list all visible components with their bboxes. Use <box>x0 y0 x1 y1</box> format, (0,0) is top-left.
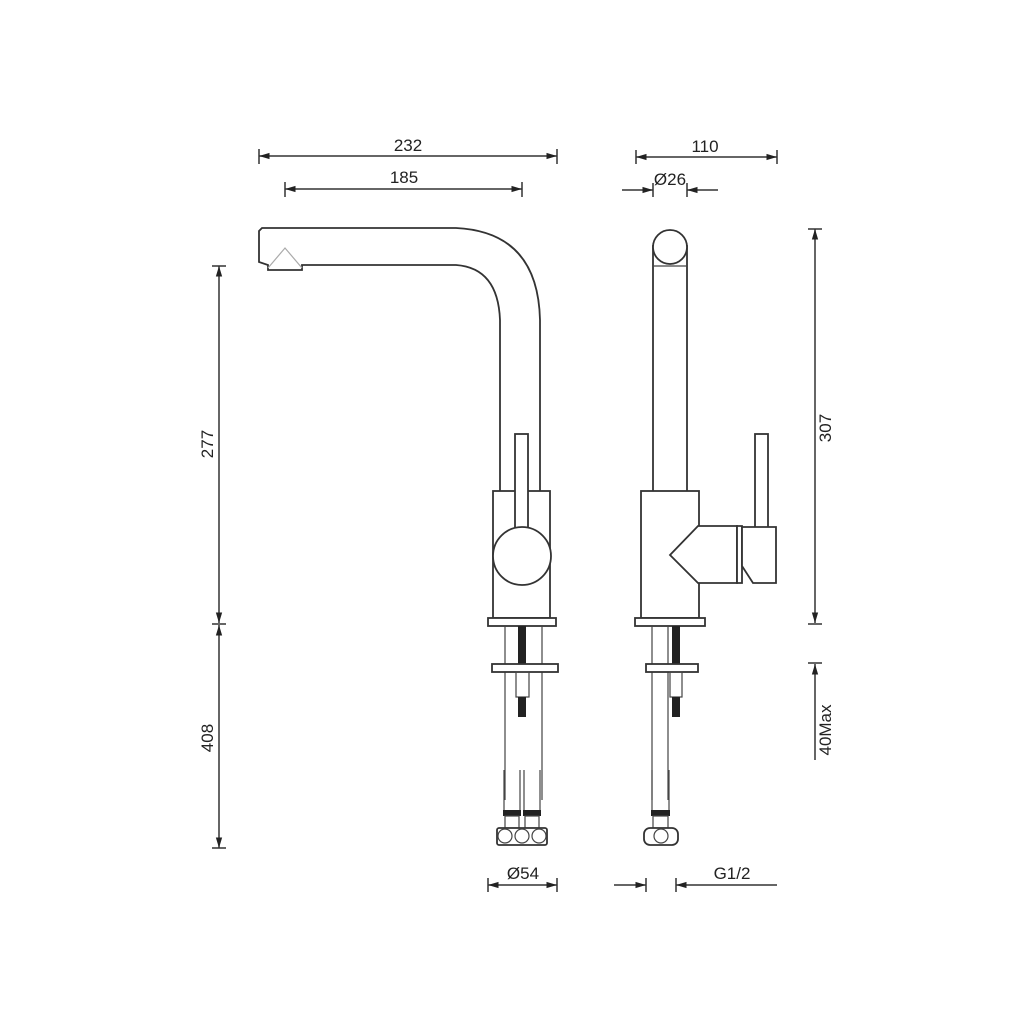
dim-label-232: 232 <box>394 136 422 155</box>
dim-label-110: 110 <box>691 137 718 156</box>
dim-overall-height: 307 <box>808 228 835 625</box>
dim-hose-length: 408 <box>198 625 226 849</box>
dim-spout-reach: 185 <box>284 168 523 197</box>
dim-connection-thread: G1/2 <box>614 864 777 892</box>
dim-spout-height: 277 <box>198 265 226 625</box>
dim-label-307: 307 <box>816 414 835 442</box>
dim-label-40max: 40Max <box>816 704 835 756</box>
dim-overall-width: 232 <box>258 136 558 164</box>
dim-label-408: 408 <box>198 724 217 752</box>
dim-spout-diameter: Ø26 <box>622 170 718 197</box>
front-view-faucet <box>258 227 559 846</box>
dim-label-54: Ø54 <box>507 864 539 883</box>
side-view-faucet <box>634 229 777 846</box>
dim-label-g12: G1/2 <box>714 864 751 883</box>
dim-label-185: 185 <box>390 168 418 187</box>
dim-base-diameter: Ø54 <box>487 864 558 892</box>
dim-overall-depth: 110 <box>635 137 778 164</box>
dim-label-26: Ø26 <box>654 170 686 189</box>
dim-max-deck: 40Max <box>808 662 835 760</box>
dim-label-277: 277 <box>198 430 217 458</box>
